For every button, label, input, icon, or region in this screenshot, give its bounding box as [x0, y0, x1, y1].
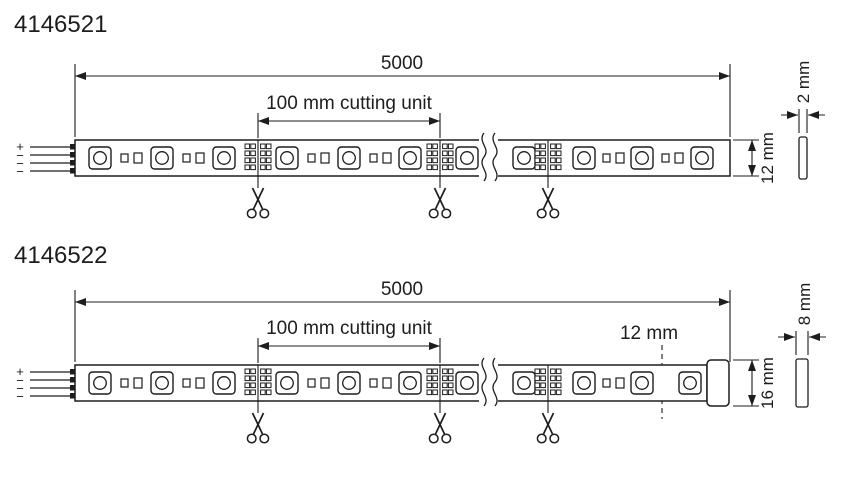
led-module	[212, 371, 236, 395]
end-offset-value: 12 mm	[620, 323, 678, 344]
led-module	[88, 146, 112, 170]
polarity-minus-label: −	[16, 373, 24, 388]
cutting-unit-dimension: 100 mm cutting unit	[257, 318, 441, 363]
cutting-unit-dimension: 100 mm cutting unit	[257, 93, 441, 138]
led-module	[690, 146, 714, 170]
scissors-icon	[246, 187, 270, 219]
cutting-unit-label: 100 mm cutting unit	[266, 93, 433, 114]
led-module	[455, 146, 479, 170]
strip-height-value: 16 mm	[758, 357, 777, 409]
led-module	[275, 371, 299, 395]
product-code: 4146521	[14, 11, 107, 38]
profile-thickness-value: 8 mm	[795, 283, 814, 326]
led-module	[572, 371, 596, 395]
total-length-value: 5000	[381, 53, 423, 74]
break-symbol	[479, 132, 498, 182]
side-profile: 8 mm	[778, 283, 826, 408]
strip-height-value: 12 mm	[758, 132, 777, 184]
scissors-icon	[536, 412, 560, 444]
led-module	[572, 146, 596, 170]
scissors-icon	[536, 187, 560, 219]
led-module	[398, 371, 422, 395]
led-module	[398, 146, 422, 170]
led-module	[512, 371, 536, 395]
scissors-icon	[428, 187, 452, 219]
led-module	[455, 371, 479, 395]
polarity-plus-label: +	[16, 139, 24, 154]
total-length-dimension: 5000	[74, 279, 731, 362]
led-module	[275, 146, 299, 170]
profile-thickness-value: 2 mm	[794, 61, 813, 104]
led-module	[512, 146, 536, 170]
led-module	[337, 371, 361, 395]
led-module	[150, 146, 174, 170]
input-wires: + − − −	[16, 139, 82, 179]
end-cap	[706, 359, 730, 407]
total-length-dimension: 5000	[74, 53, 731, 137]
scissors-icons	[246, 412, 560, 444]
led-module	[630, 146, 654, 170]
profile-cross-section	[798, 136, 808, 180]
led-module	[88, 371, 112, 395]
led-module	[678, 371, 702, 395]
polarity-minus-label: −	[16, 389, 24, 404]
product-code: 4146522	[14, 242, 107, 269]
polarity-minus-label: −	[16, 381, 24, 396]
led-module	[630, 371, 654, 395]
polarity-minus-label: −	[16, 164, 24, 179]
polarity-plus-label: +	[16, 364, 24, 379]
total-length-value: 5000	[381, 279, 423, 300]
led-module	[212, 146, 236, 170]
side-profile: 2 mm	[781, 61, 825, 180]
polarity-minus-label: −	[16, 148, 24, 163]
strip-height-dimension: 16 mm	[733, 357, 777, 409]
scissors-icon	[428, 412, 452, 444]
profile-cross-section	[795, 358, 809, 408]
product-1-diagram: 4146521 5000 100 mm cutting unit +	[14, 11, 825, 219]
input-wires: + − − −	[16, 364, 82, 404]
break-symbol	[479, 357, 498, 407]
led-module	[150, 371, 174, 395]
strip-height-dimension: 12 mm	[733, 132, 777, 184]
scissors-icons	[246, 187, 560, 219]
led-module	[337, 146, 361, 170]
product-2-diagram: 4146522 5000 100 mm cutting unit 12 mm	[14, 242, 826, 444]
cutting-unit-label: 100 mm cutting unit	[266, 318, 433, 339]
scissors-icon	[246, 412, 270, 444]
polarity-minus-label: −	[16, 156, 24, 171]
